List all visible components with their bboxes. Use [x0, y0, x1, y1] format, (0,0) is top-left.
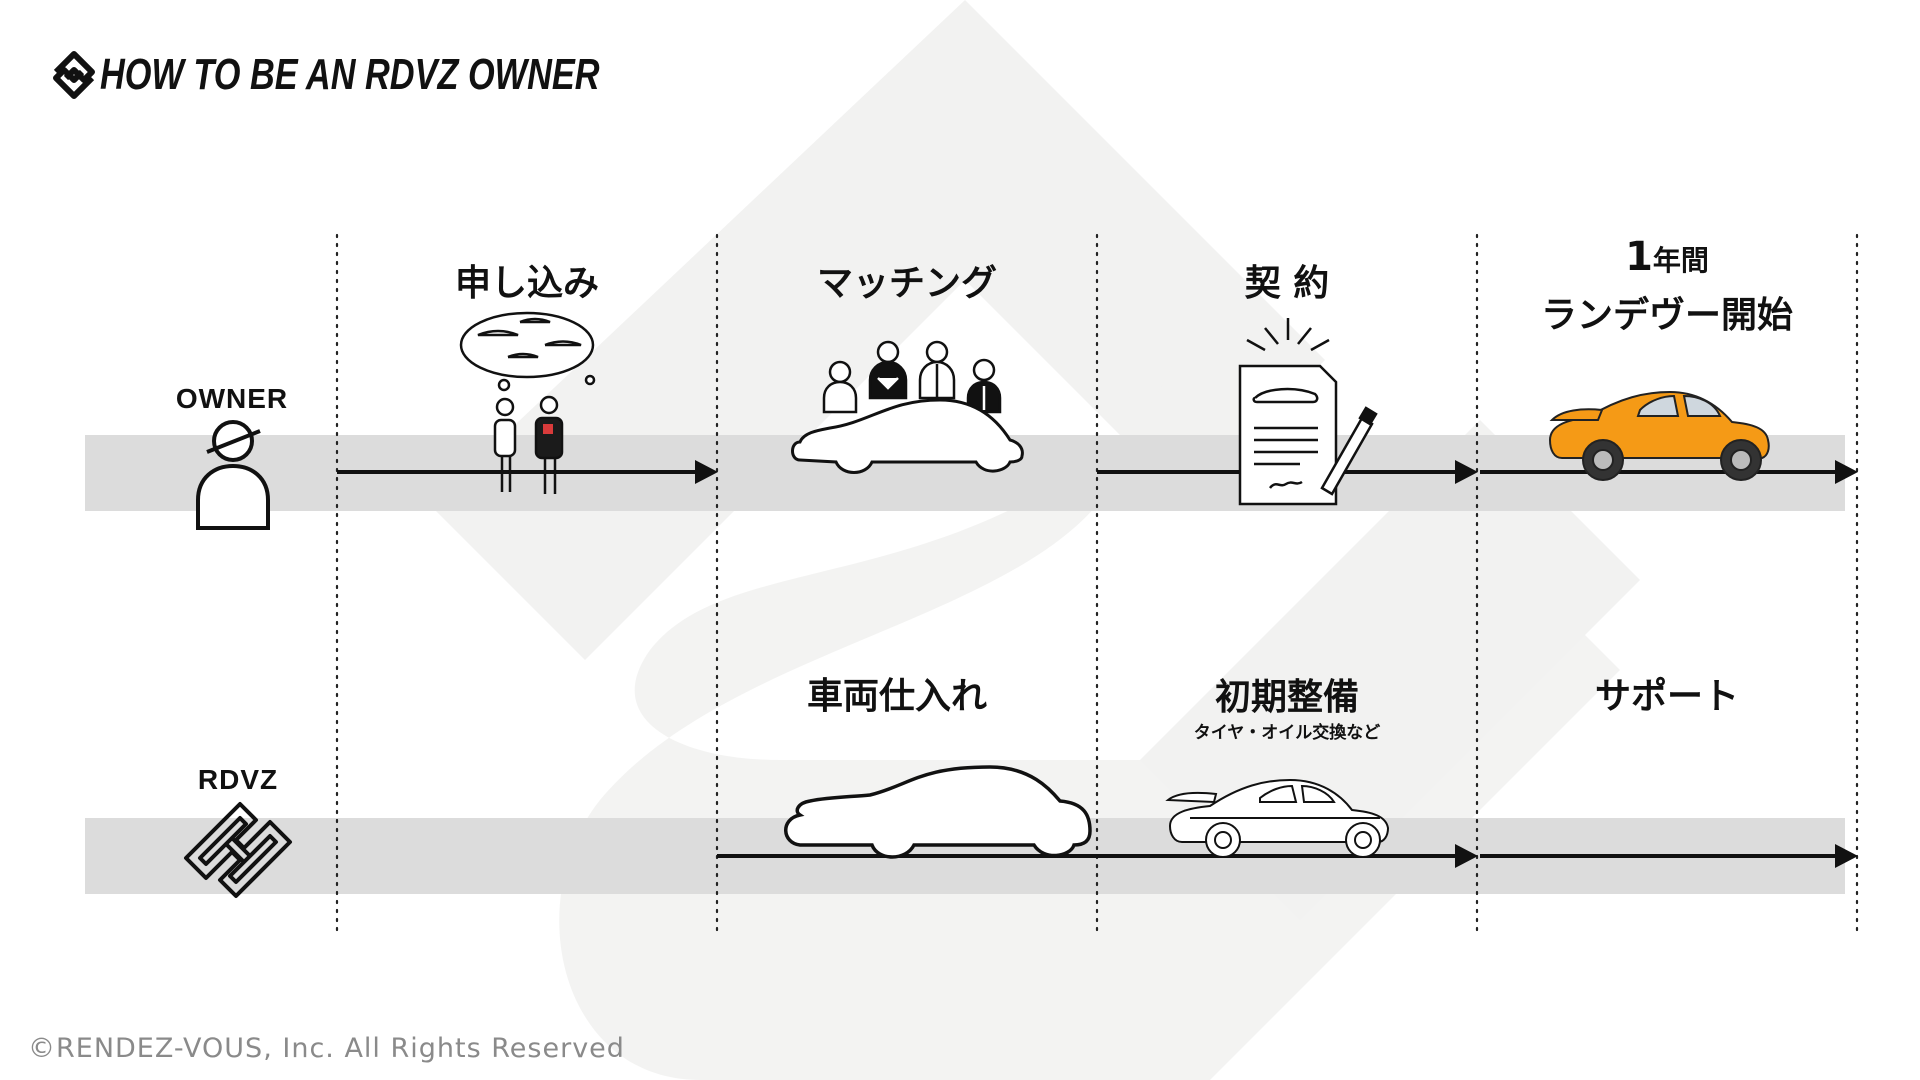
- step-label-application: 申し込み: [454, 263, 599, 304]
- car-silhouette-icon: [791, 398, 1024, 474]
- step-sublabel-maintenance: タイヤ・オイル交換など: [1193, 723, 1381, 743]
- rdvz-arrows: [717, 844, 1858, 868]
- page-title: HOW TO BE AN RDVZ OWNER: [100, 50, 600, 99]
- owner-person-icon: [196, 420, 270, 530]
- maintenance-car-icon: [1165, 778, 1390, 858]
- orange-car-icon: [1548, 390, 1770, 481]
- copyright-footer: ©RENDEZ-VOUS, Inc. All Rights Reserved: [28, 1033, 625, 1064]
- year-number: 1: [1625, 234, 1653, 280]
- thinking-people-icon: [459, 311, 596, 494]
- owner-lane-label: OWNER: [175, 383, 289, 414]
- year-unit: 年間: [1652, 244, 1709, 277]
- rdvz-logo-icon: [53, 51, 95, 99]
- matching-people-icon: [822, 340, 1002, 414]
- step-label-contract: 契 約: [1244, 263, 1330, 304]
- step-label-matching: マッチング: [816, 263, 997, 304]
- rdvz-lane-label: RDVZ: [197, 764, 279, 795]
- rdvz-lane-logo-icon: [184, 802, 292, 898]
- step-label-initial-maintenance: 初期整備: [1214, 677, 1359, 718]
- step-label-rendezvous-start-line2: ランデヴー開始: [1540, 295, 1793, 336]
- watermark-logo: [430, 0, 1640, 1080]
- step-label-support: サポート: [1594, 676, 1739, 717]
- car-silhouette-icon: [784, 765, 1092, 859]
- step-label-vehicle-purchase: 車両仕入れ: [806, 676, 987, 717]
- stage-dividers: [335, 233, 1859, 937]
- step-label-rendezvous-start: 1年間: [1517, 234, 1817, 280]
- contract-document-icon: [1238, 318, 1378, 506]
